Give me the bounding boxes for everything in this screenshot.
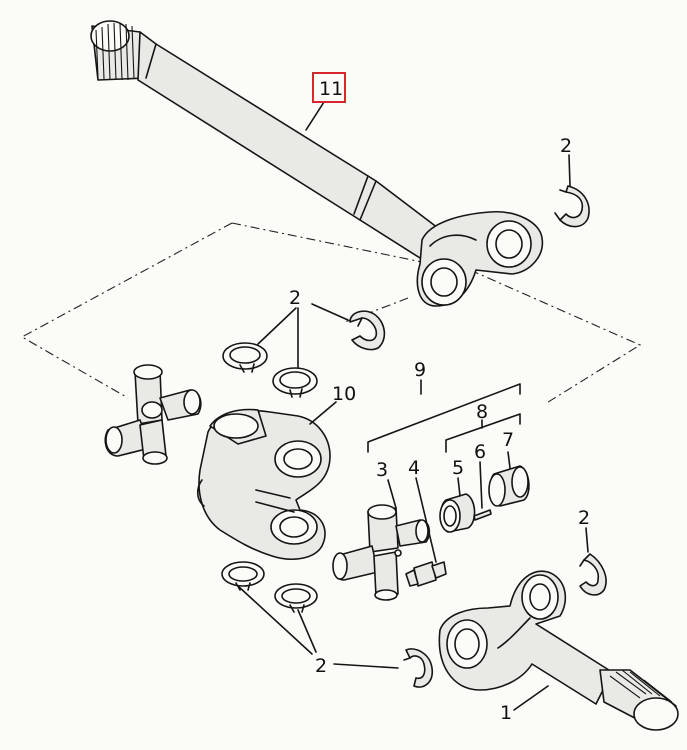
label-part-8: 8: [476, 401, 488, 423]
label-part-2-lower: 2: [315, 655, 327, 677]
label-part-3: 3: [376, 459, 388, 481]
snap-ring-middle: [349, 310, 386, 351]
cross-spider-left: [104, 364, 202, 465]
shaft-long-part: [90, 20, 544, 307]
part-11-highlight: [312, 72, 346, 103]
label-part-2-upper-right: 2: [560, 135, 572, 157]
dashed-guide-lines: [20, 222, 642, 524]
cross-spider-small-part: [332, 479, 431, 601]
pin-part: [473, 461, 492, 521]
kit-brackets: [367, 379, 521, 453]
label-part-4: 4: [408, 457, 420, 479]
label-part-10: 10: [332, 383, 356, 405]
yoke-shaft-short-part: [438, 570, 679, 731]
leader-lines-upper-2: [257, 303, 349, 369]
label-part-1: 1: [500, 702, 512, 724]
snap-ring-left-top-a: [222, 342, 268, 373]
center-yoke-part: [196, 401, 337, 560]
snap-ring-bottom: [403, 648, 434, 688]
label-part-5: 5: [452, 457, 464, 479]
snap-ring-right-middle: [579, 527, 607, 596]
grease-nipple-part: [405, 477, 447, 587]
label-part-2-upper-left: 2: [289, 287, 301, 309]
seal-part: [439, 477, 476, 533]
label-part-2-right-middle: 2: [578, 507, 590, 529]
snap-ring-lower-a: [221, 561, 265, 591]
snap-ring-lower-b: [274, 583, 318, 613]
label-part-9: 9: [414, 359, 426, 381]
snap-ring-left-top-b: [272, 367, 318, 398]
label-part-7: 7: [502, 429, 514, 451]
label-part-6: 6: [474, 441, 486, 463]
bearing-cup-part: [488, 451, 530, 507]
snap-ring-upper-right: [554, 154, 590, 228]
label-part-11: 11: [319, 78, 343, 100]
leader-lines-lower-2: [237, 585, 399, 669]
